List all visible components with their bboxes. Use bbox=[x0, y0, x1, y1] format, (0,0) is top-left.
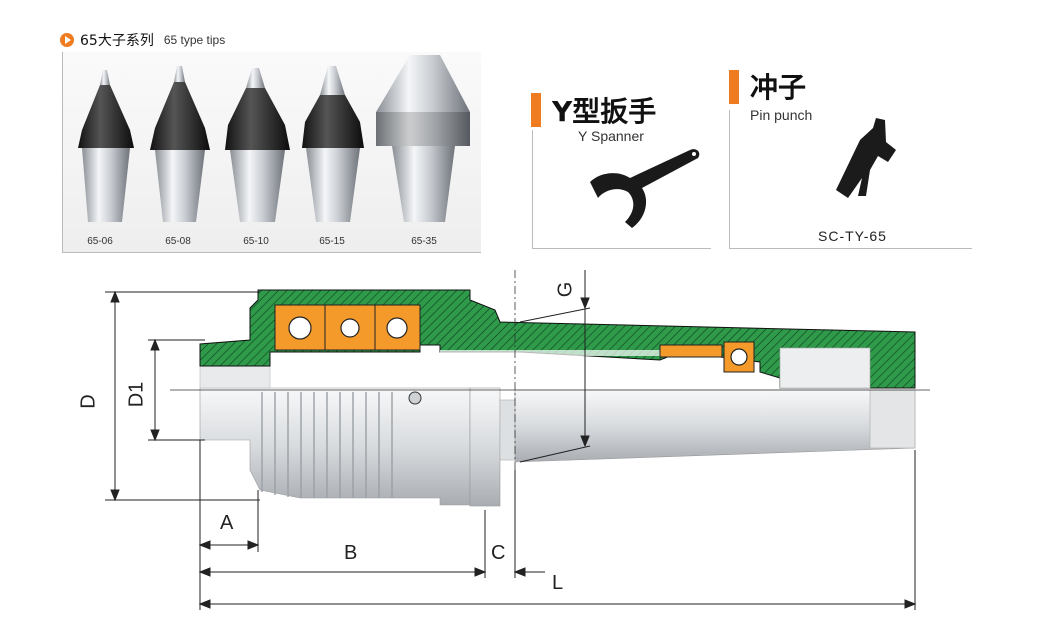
dim-label-L: L bbox=[552, 572, 564, 594]
spanner-title-cn: Y型扳手 bbox=[552, 95, 657, 128]
bearings-front bbox=[274, 304, 421, 351]
bearings-rear bbox=[659, 341, 755, 373]
tip-65-10 bbox=[225, 68, 290, 222]
tip-label: 65-35 bbox=[411, 236, 437, 247]
punch-panel bbox=[729, 110, 972, 249]
tip-65-06 bbox=[78, 70, 134, 222]
punch-code: SC-TY-65 bbox=[818, 228, 887, 244]
punch-title-en: Pin punch bbox=[750, 107, 813, 123]
accent-bar bbox=[729, 70, 739, 104]
dim-label-C: C bbox=[491, 542, 506, 564]
header-title-en: 65 type tips bbox=[163, 33, 226, 47]
dim-label-G: G bbox=[554, 281, 577, 298]
spanner-title-en: Y Spanner bbox=[578, 128, 644, 144]
header-title-cn: 65大子系列 bbox=[80, 33, 154, 49]
section-header: 65大子系列 65 type tips bbox=[60, 30, 225, 50]
tip-label: 65-08 bbox=[165, 236, 191, 247]
dim-label-D: D bbox=[77, 394, 100, 409]
dim-label-A: A bbox=[220, 512, 234, 534]
tip-65-08 bbox=[150, 66, 210, 222]
pin-punch-image bbox=[836, 118, 896, 198]
dim-label-D1: D1 bbox=[125, 381, 148, 408]
y-spanner-image bbox=[590, 149, 700, 228]
tip-label: 65-10 bbox=[243, 236, 269, 247]
dim-label-B: B bbox=[344, 542, 358, 564]
tip-65-35 bbox=[376, 55, 470, 222]
play-icon bbox=[60, 33, 74, 47]
tip-label: 65-15 bbox=[319, 236, 345, 247]
spanner-panel bbox=[532, 130, 711, 249]
section-diagram bbox=[105, 270, 930, 610]
tip-label: 65-06 bbox=[87, 236, 113, 247]
tip-65-15 bbox=[302, 66, 364, 222]
accent-bar bbox=[531, 93, 541, 127]
punch-title-cn: 冲子 bbox=[750, 71, 807, 104]
